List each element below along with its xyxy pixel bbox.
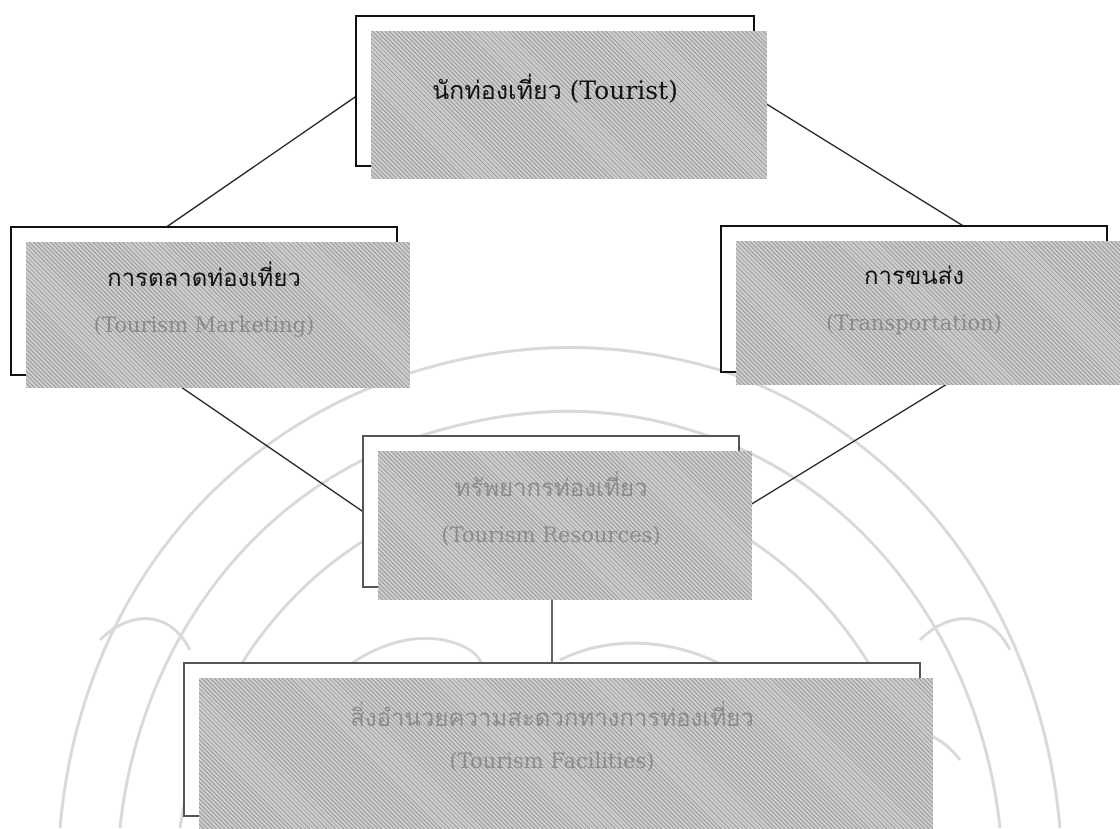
node-tourism-facilities: สิ่งอำนวยความสะดวกทางการท่องเที่ยว (Tour… (183, 662, 921, 817)
node-tourist: นักท่องเที่ยว (Tourist) (355, 15, 755, 167)
node-tourism-marketing-label-th: การตลาดท่องเที่ยว (107, 263, 301, 294)
node-transportation-label-en: (Transportation) (826, 310, 1002, 337)
node-tourism-resources: ทรัพยากรท่องเที่ยว (Tourism Resources) (362, 435, 740, 588)
node-tourism-marketing-label-en: (Tourism Marketing) (94, 312, 314, 339)
node-tourism-facilities-label-en: (Tourism Facilities) (450, 748, 655, 775)
node-tourist-label: นักท่องเที่ยว (Tourist) (432, 71, 678, 111)
node-transportation: การขนส่ง (Transportation) (720, 225, 1108, 373)
connector-tourist-marketing (165, 95, 358, 228)
connector-tourist-transport (752, 95, 965, 227)
node-tourism-resources-label-th: ทรัพยากรท่องเที่ยว (454, 473, 647, 504)
node-tourism-marketing: การตลาดท่องเที่ยว (Tourism Marketing) (10, 226, 398, 376)
node-tourism-facilities-label-th: สิ่งอำนวยความสะดวกทางการท่องเที่ยว (350, 703, 754, 734)
connector-marketing-resources (165, 376, 365, 513)
node-transportation-label-th: การขนส่ง (864, 261, 964, 292)
connector-transport-resources (737, 373, 965, 513)
node-tourism-resources-label-en: (Tourism Resources) (441, 522, 660, 549)
